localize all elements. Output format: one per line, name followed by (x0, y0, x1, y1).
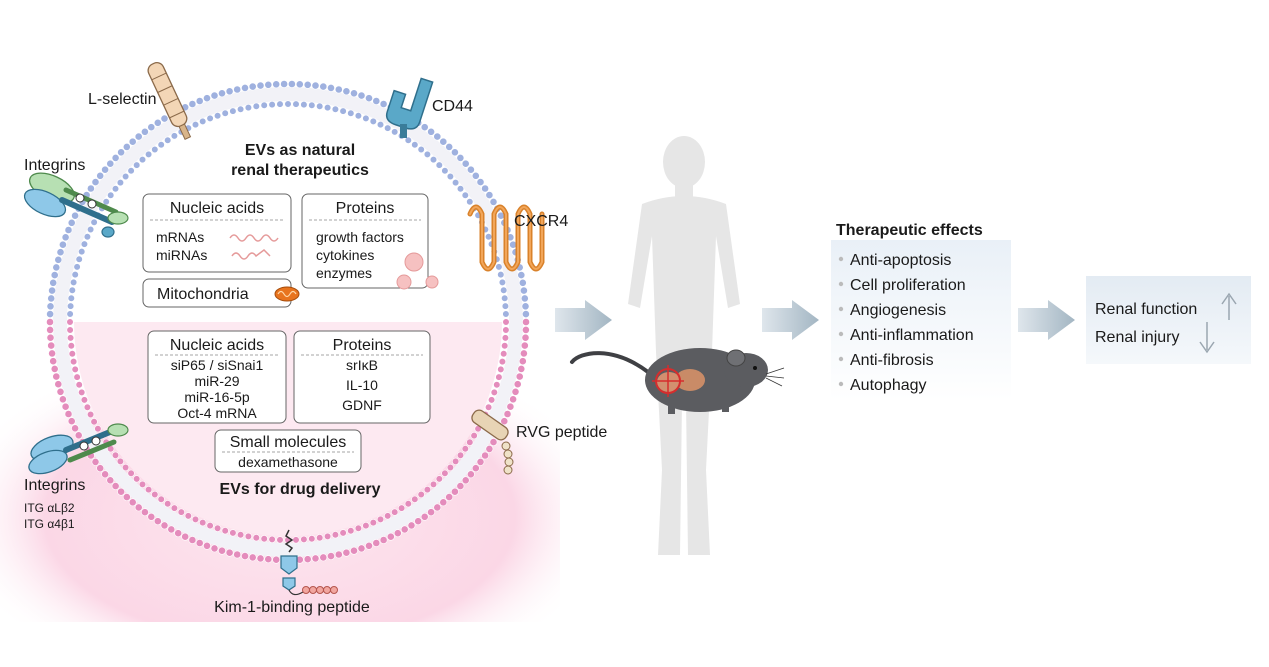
rvg-peptide-label: RVG peptide (516, 424, 607, 441)
enzyme-icon (396, 274, 412, 290)
therapeutic-item: Angiogenesis (850, 302, 946, 319)
natural-proteins-box: Proteins growth factors cytokines enzyme… (301, 193, 439, 290)
therapeutic-item: Cell proliferation (850, 277, 966, 294)
natural-nucleic-box: Nucleic acids mRNAs miRNAs (142, 193, 292, 273)
natural-title-line1: EVs as natural (245, 142, 355, 159)
integrins-bottom-label: Integrins (24, 477, 85, 494)
cxcr4-icon (467, 204, 545, 272)
delivery-small-title: Small molecules (230, 434, 346, 451)
itg-2-label: ITG α4β1 (24, 517, 75, 531)
arrow-up-icon (1221, 292, 1237, 320)
natural-nucleic-title: Nucleic acids (170, 200, 264, 217)
mitochondria-label: Mitochondria (157, 286, 249, 303)
lipid-bilayer (46, 80, 530, 564)
renal-injury-label: Renal injury (1095, 329, 1179, 346)
enzyme-icon (425, 275, 439, 289)
delivery-nucleic-item: miR-16-5p (184, 389, 250, 405)
delivery-nucleic-item: siP65 / siSnai1 (171, 357, 264, 373)
delivery-proteins-item: srIκB (346, 357, 378, 373)
therapeutic-item: Anti-inflammation (850, 327, 974, 344)
arrow-1 (555, 300, 612, 340)
outcome-panel (1086, 276, 1251, 364)
delivery-proteins-item: GDNF (342, 397, 382, 413)
kim1-label: Kim-1-binding peptide (214, 599, 370, 616)
delivery-proteins-item: IL-10 (346, 377, 378, 393)
l-selectin-icon (147, 62, 192, 140)
delivery-nucleic-item: miR-29 (194, 373, 239, 389)
natural-nucleic-item: miRNAs (156, 247, 207, 263)
delivery-nucleic-item: Oct-4 mRNA (177, 405, 257, 421)
therapeutic-title: Therapeutic effects (836, 222, 983, 239)
delivery-nucleic-title: Nucleic acids (170, 337, 264, 354)
mrna-icon (229, 234, 279, 242)
therapeutic-panel (831, 240, 1011, 400)
mitochondria-box: Mitochondria (142, 278, 300, 308)
arrow-down-icon (1199, 322, 1215, 354)
mitochondria-icon (274, 286, 300, 302)
delivery-proteins-box: Proteins srIκB IL-10 GDNF (293, 330, 431, 424)
integrin-bottom-icon (28, 423, 129, 475)
cxcr4-label: CXCR4 (514, 213, 568, 230)
delivery-small-molecules-box: Small molecules dexamethasone (214, 429, 362, 473)
delivery-title: EVs for drug delivery (220, 481, 381, 498)
therapeutic-item: Autophagy (850, 377, 927, 394)
arrow-2 (762, 300, 819, 340)
integrin-top-icon (23, 172, 129, 238)
cd44-icon (385, 77, 434, 138)
delivery-proteins-title: Proteins (333, 337, 392, 354)
mouse-icon (570, 348, 785, 414)
kidney-icon (675, 369, 705, 391)
natural-nucleic-item: mRNAs (156, 229, 204, 245)
kim1-peptide-icon (280, 529, 338, 596)
natural-title-line2: renal therapeutics (231, 162, 369, 179)
therapeutic-item: Anti-apoptosis (850, 252, 951, 269)
natural-proteins-item: growth factors (316, 229, 404, 245)
therapeutic-list: Anti-apoptosis Cell proliferation Angiog… (838, 252, 974, 394)
natural-proteins-item: cytokines (316, 247, 374, 263)
integrins-top-label: Integrins (24, 157, 85, 174)
delivery-small-item: dexamethasone (238, 454, 338, 470)
cytokine-icon (404, 252, 424, 272)
cd44-label: CD44 (432, 98, 473, 115)
l-selectin-label: L-selectin (88, 91, 156, 108)
therapeutic-item: Anti-fibrosis (850, 352, 934, 369)
arrow-3 (1018, 300, 1075, 340)
mirna-icon (231, 249, 271, 260)
natural-proteins-item: enzymes (316, 265, 372, 281)
itg-1-label: ITG αLβ2 (24, 501, 75, 515)
rvg-peptide-icon (471, 409, 514, 475)
renal-function-label: Renal function (1095, 301, 1197, 318)
delivery-nucleic-box: Nucleic acids siP65 / siSnai1 miR-29 miR… (147, 330, 287, 424)
natural-proteins-title: Proteins (336, 200, 395, 217)
human-silhouette-icon (628, 136, 740, 555)
